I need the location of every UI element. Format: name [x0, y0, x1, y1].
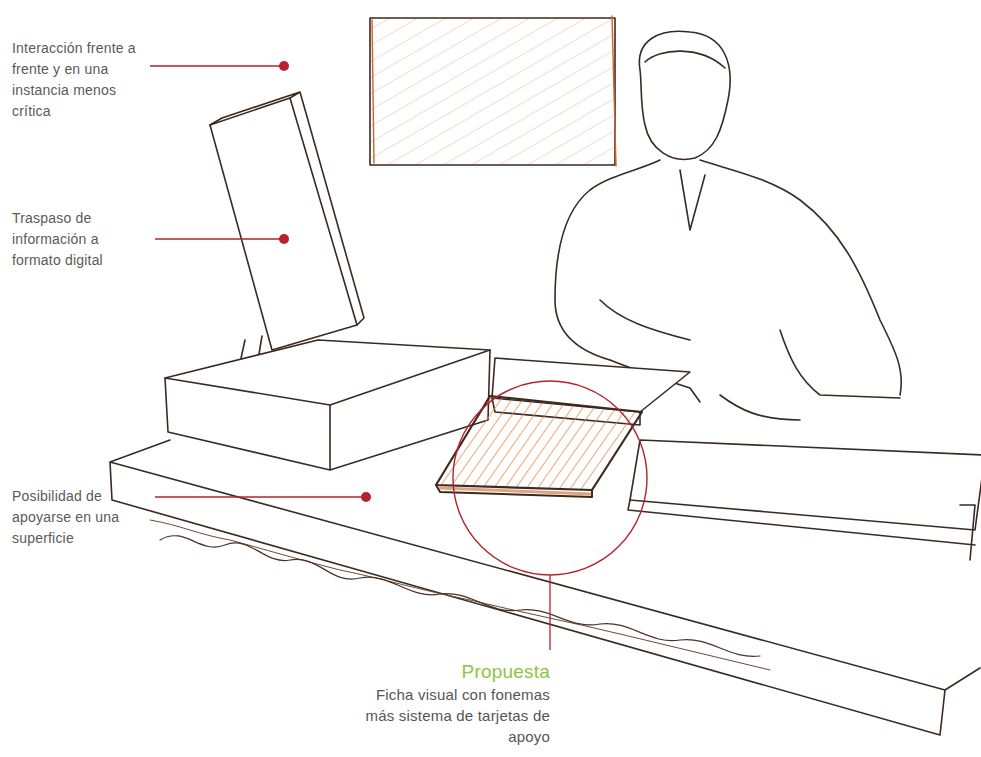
- papers: [630, 440, 981, 530]
- person-head: [639, 31, 730, 159]
- wall-window: [370, 18, 615, 165]
- proposal-card: [436, 396, 642, 490]
- proposal-text: Ficha visual con fonemas más sistema de …: [360, 684, 550, 747]
- person-body: [555, 160, 660, 360]
- callout-label: Traspaso de información a formato digita…: [12, 208, 147, 271]
- computer-base: [165, 340, 490, 405]
- callout-label: Interacción frente a frente y en una ins…: [12, 38, 144, 122]
- highlight-circle: [453, 381, 647, 575]
- computer-monitor: [210, 98, 357, 350]
- callout-leaders: [150, 61, 647, 650]
- callout-label: Posibilidad de apoyarse en una superfici…: [12, 486, 147, 549]
- proposal-heading: Propuesta: [360, 660, 550, 684]
